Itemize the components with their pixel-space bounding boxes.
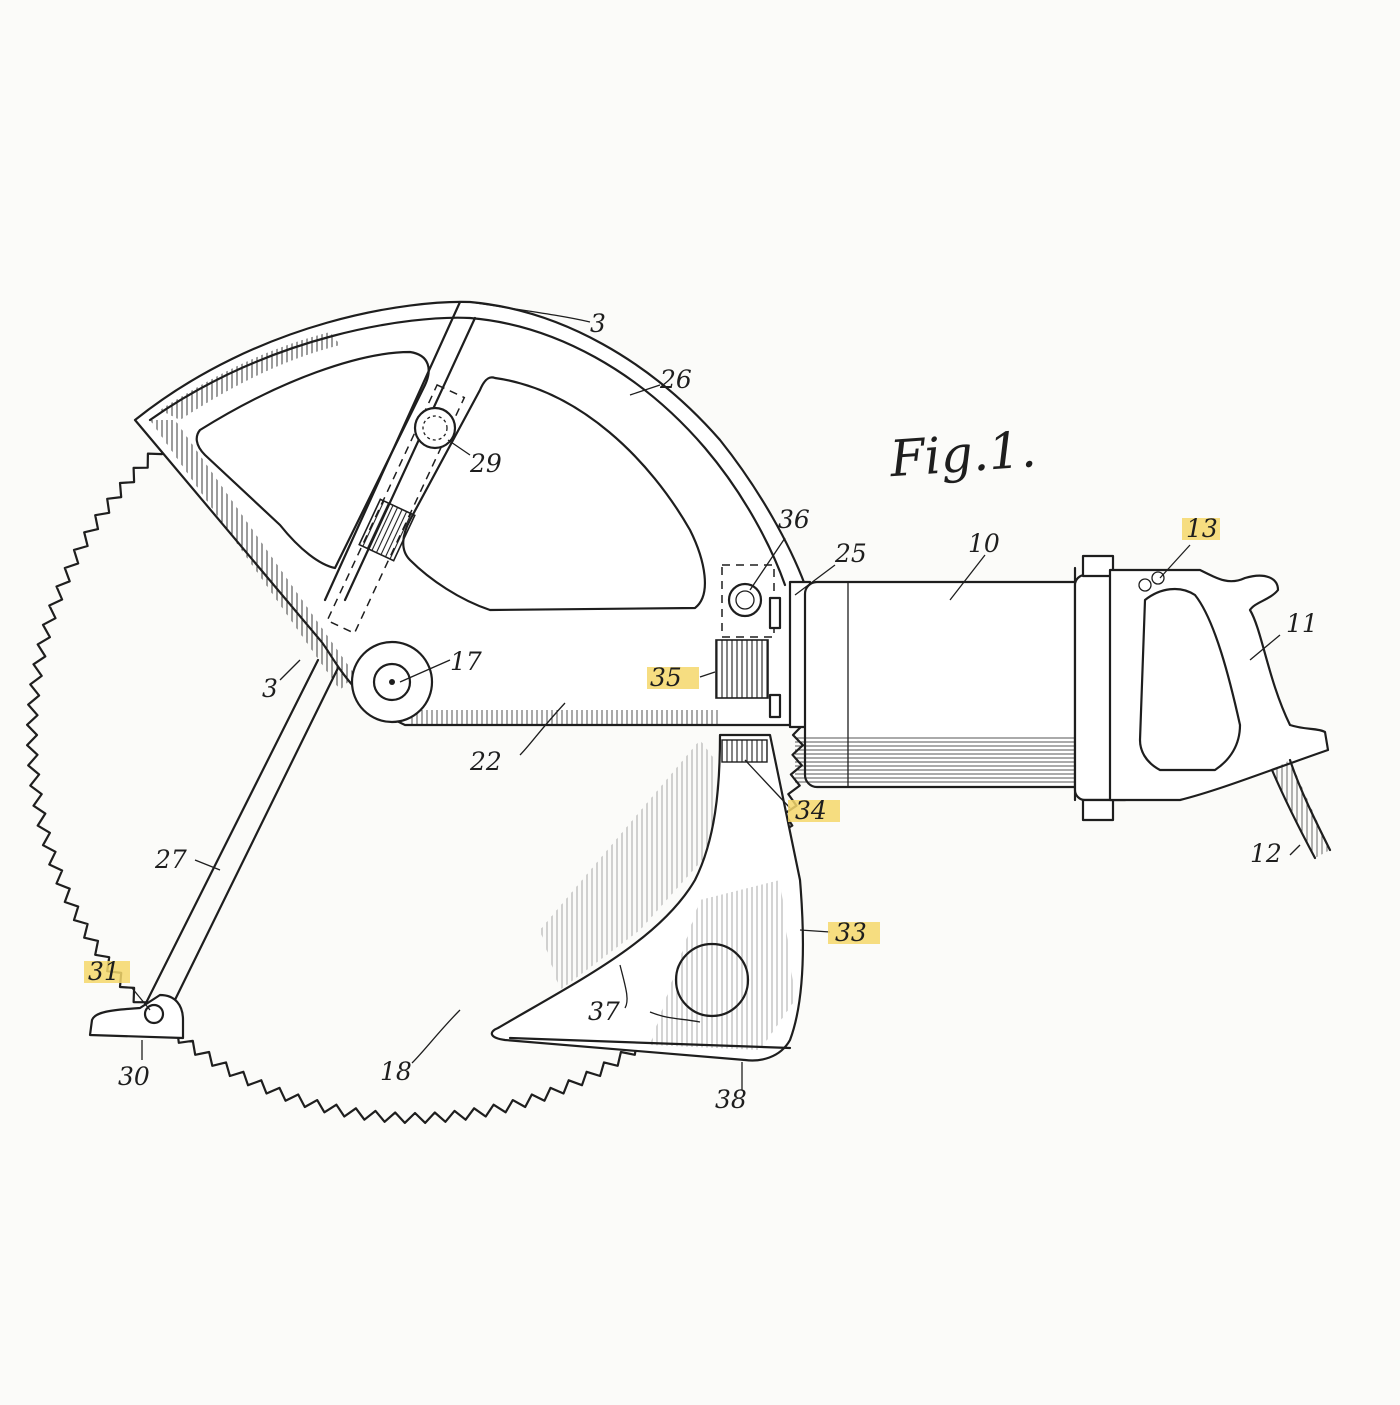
shoe-hole — [674, 942, 750, 1018]
ref-label: 3 — [590, 309, 606, 338]
ref-label: 3 — [262, 674, 278, 703]
ref-label: 38 — [715, 1085, 747, 1114]
leader-lines — [131, 301, 1301, 1090]
guard-shading — [150, 420, 355, 690]
ref-label: 13 — [1186, 514, 1218, 543]
pin-36 — [727, 582, 763, 618]
ref-label: 30 — [118, 1062, 150, 1091]
leg-27 — [143, 658, 320, 1007]
ref-label: 10 — [968, 529, 1000, 558]
shoe-shading — [650, 880, 795, 1050]
ref-label: 25 — [834, 539, 867, 568]
ref-label: 37 — [588, 997, 620, 1026]
block-35 — [715, 639, 769, 699]
ref-label: 18 — [380, 1057, 412, 1086]
ref-label: 22 — [469, 747, 502, 776]
highlights — [84, 518, 1220, 983]
ref-label: 11 — [1286, 609, 1318, 638]
arm-3 — [323, 300, 462, 602]
ref-label: 33 — [835, 918, 867, 947]
ref-label: 12 — [1250, 839, 1282, 868]
pin-29 — [413, 406, 457, 450]
ref-label: 27 — [154, 845, 187, 874]
ref-label: 36 — [778, 505, 810, 534]
ref-label: 29 — [469, 449, 502, 478]
ref-label: 35 — [650, 663, 682, 692]
ref-label: 17 — [450, 647, 482, 676]
screw-13b — [1151, 571, 1165, 585]
blade-shading — [540, 740, 720, 990]
guard-window-left — [195, 350, 430, 570]
figure-title: Fig.1. — [887, 420, 1038, 488]
guard-window-right — [402, 376, 707, 612]
ref-label: 31 — [88, 957, 120, 986]
ref-label: 34 — [795, 796, 827, 825]
screw-13a — [1138, 578, 1152, 592]
slot-block — [358, 498, 416, 562]
ref-label: 26 — [659, 365, 692, 394]
